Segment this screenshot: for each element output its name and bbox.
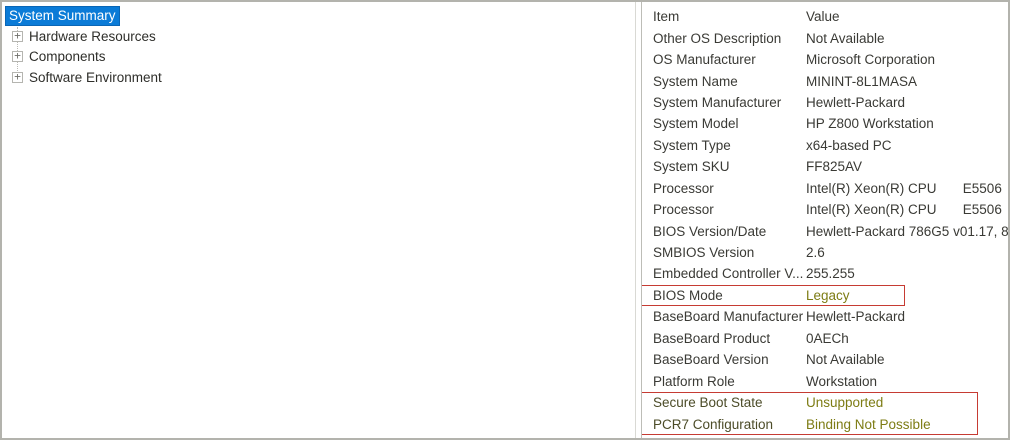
value-cell: Intel(R) Xeon(R) CPU E5506 bbox=[806, 180, 1002, 196]
sidebar-item-components[interactable]: Components bbox=[2, 47, 635, 68]
value-cell: Binding Not Possible bbox=[806, 416, 931, 432]
item-cell: BaseBoard Product bbox=[653, 330, 771, 346]
sidebar-item-label: Software Environment bbox=[29, 69, 162, 85]
sidebar-item-hardware-resources[interactable]: Hardware Resources bbox=[2, 26, 635, 47]
plus-box-icon[interactable] bbox=[12, 51, 23, 63]
value-cell: Hewlett-Packard 786G5 v01.17, 8/ bbox=[806, 223, 1008, 239]
table-row[interactable]: PCR7 Configuration Binding Not Possible bbox=[642, 413, 1008, 434]
table-row[interactable]: Platform Role Workstation bbox=[642, 370, 1008, 391]
value-cell: Microsoft Corporation bbox=[806, 52, 936, 68]
plus-box-icon[interactable] bbox=[12, 71, 23, 83]
value-cell: Hewlett-Packard bbox=[806, 309, 906, 325]
table-row[interactable]: Other OS Description Not Available bbox=[642, 27, 1008, 48]
table-row[interactable]: BIOS Mode Legacy bbox=[642, 285, 1008, 306]
item-cell: BIOS Mode bbox=[653, 287, 723, 303]
column-header-item[interactable]: Item bbox=[653, 9, 680, 25]
item-cell: Embedded Controller V... bbox=[653, 266, 804, 282]
item-cell: SMBIOS Version bbox=[653, 245, 755, 261]
value-cell: Legacy bbox=[806, 287, 850, 303]
table-row[interactable]: Secure Boot State Unsupported bbox=[642, 392, 1008, 413]
table-row[interactable]: BIOS Version/Date Hewlett-Packard 786G5 v… bbox=[642, 220, 1008, 241]
table-row[interactable]: System Model HP Z800 Workstation bbox=[642, 113, 1008, 134]
category-tree-panel: System Summary Hardware ResourcesCompone… bbox=[2, 2, 636, 438]
table-row[interactable]: Processor Intel(R) Xeon(R) CPU E5506 bbox=[642, 199, 1008, 220]
selected-node-label[interactable]: System Summary bbox=[5, 6, 120, 26]
value-cell: Workstation bbox=[806, 373, 878, 389]
panel-divider[interactable] bbox=[636, 2, 641, 438]
value-cell: Not Available bbox=[806, 352, 885, 368]
value-cell: x64-based PC bbox=[806, 137, 892, 153]
plus-box-icon[interactable] bbox=[12, 30, 23, 42]
value-cell: Not Available bbox=[806, 30, 885, 46]
item-cell: BaseBoard Version bbox=[653, 352, 769, 368]
item-cell: BaseBoard Manufacturer bbox=[653, 309, 804, 325]
sidebar-item-software-environment[interactable]: Software Environment bbox=[2, 67, 635, 88]
tree-children: Hardware ResourcesComponentsSoftware Env… bbox=[2, 26, 635, 88]
value-cell: HP Z800 Workstation bbox=[806, 116, 934, 132]
table-row[interactable]: Processor Intel(R) Xeon(R) CPU E5506 bbox=[642, 178, 1008, 199]
value-cell: Unsupported bbox=[806, 395, 884, 411]
table-row[interactable]: System Manufacturer Hewlett-Packard bbox=[642, 92, 1008, 113]
value-cell: MININT-8L1MASA bbox=[806, 73, 918, 89]
item-cell: System Name bbox=[653, 73, 738, 89]
item-cell: OS Manufacturer bbox=[653, 52, 756, 68]
table-row[interactable]: System SKU FF825AV bbox=[642, 156, 1008, 177]
value-cell: 0AECh bbox=[806, 330, 849, 346]
value-cell: 2.6 bbox=[806, 245, 825, 261]
item-cell: Other OS Description bbox=[653, 30, 782, 46]
table-row[interactable]: System Type x64-based PC bbox=[642, 135, 1008, 156]
sidebar-item-system-summary[interactable]: System Summary bbox=[2, 6, 635, 26]
sidebar-item-label: Hardware Resources bbox=[29, 28, 156, 44]
column-header-value[interactable]: Value bbox=[806, 9, 840, 25]
item-cell: PCR7 Configuration bbox=[653, 416, 774, 432]
sidebar-item-label: Components bbox=[29, 49, 106, 65]
item-cell: Processor bbox=[653, 202, 714, 218]
item-cell: Processor bbox=[653, 180, 714, 196]
table-row[interactable]: Embedded Controller V...255.255 bbox=[642, 263, 1008, 284]
column-header-row: Item Value bbox=[642, 6, 1008, 27]
item-cell: System SKU bbox=[653, 159, 730, 175]
item-cell: System Type bbox=[653, 137, 731, 153]
item-cell: Platform Role bbox=[653, 373, 735, 389]
item-cell: Secure Boot State bbox=[653, 395, 763, 411]
table-row[interactable]: SMBIOS Version 2.6 bbox=[642, 242, 1008, 263]
item-cell: System Manufacturer bbox=[653, 94, 782, 110]
table-row[interactable]: BaseBoard Product 0AECh bbox=[642, 328, 1008, 349]
value-cell: 255.255 bbox=[806, 266, 855, 282]
value-cell: Hewlett-Packard bbox=[806, 94, 906, 110]
table-row[interactable]: BaseBoard Version Not Available bbox=[642, 349, 1008, 370]
value-cell: Intel(R) Xeon(R) CPU E5506 bbox=[806, 202, 1002, 218]
table-row[interactable]: System Name MININT-8L1MASA bbox=[642, 70, 1008, 91]
value-cell: FF825AV bbox=[806, 159, 863, 175]
table-row[interactable]: OS Manufacturer Microsoft Corporation bbox=[642, 49, 1008, 70]
item-cell: BIOS Version/Date bbox=[653, 223, 767, 239]
item-cell: System Model bbox=[653, 116, 739, 132]
